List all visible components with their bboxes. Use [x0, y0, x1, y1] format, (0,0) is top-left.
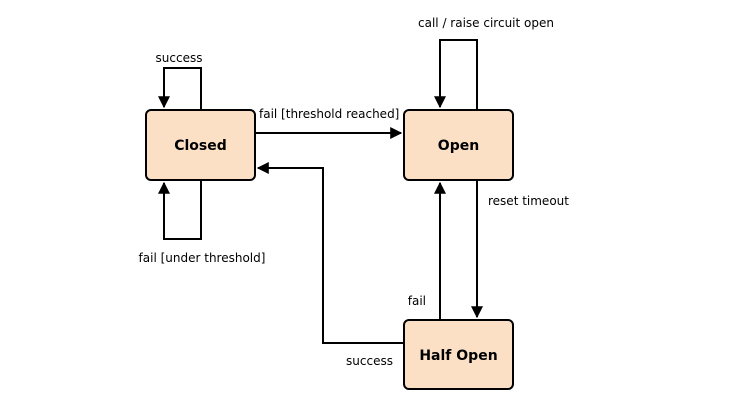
closed-fail-under-loop-arrow — [158, 180, 202, 240]
closed-fail-under-label: fail [under threshold] — [139, 251, 266, 265]
closed-success-label: success — [156, 51, 203, 65]
closed-success-loop-arrow — [158, 67, 202, 110]
state-half-open-label: Half Open — [419, 348, 497, 364]
state-open-label: Open — [438, 138, 479, 154]
half-open-to-closed-arrow — [256, 162, 405, 344]
half-open-to-open-label: fail — [408, 294, 426, 308]
closed-to-open-label: fail [threshold reached] — [259, 107, 399, 121]
state-closed-box — [145, 109, 256, 181]
state-closed: Closed — [145, 109, 256, 181]
state-open: Open — [403, 109, 514, 181]
open-to-half-open-label: reset timeout — [488, 194, 569, 208]
state-half-open: Half Open — [403, 319, 514, 390]
state-closed-label: Closed — [174, 138, 227, 154]
half-open-to-closed-label: success — [346, 354, 393, 368]
open-self-loop-arrow — [434, 39, 478, 110]
state-open-box — [403, 109, 514, 181]
open-self-loop-label: call / raise circuit open — [418, 16, 554, 30]
state-half-open-box — [403, 319, 514, 390]
